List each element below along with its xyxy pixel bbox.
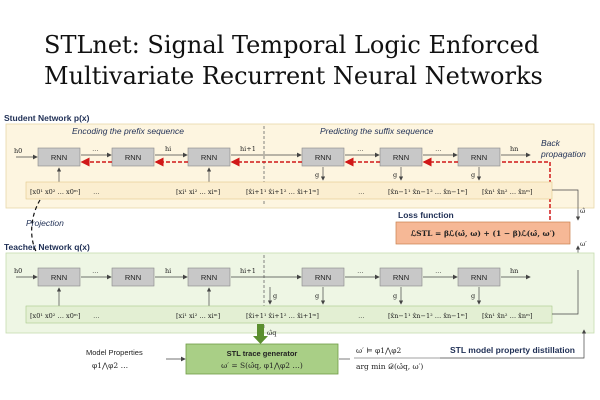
student-sequence-row [25,181,553,200]
student-g-3: g [471,171,475,179]
teacher-rnn-5: RNN [379,267,423,287]
teacher-g-1: g [315,292,319,300]
teacher-seq-2: [xi¹ xi² … xiᵐ] [176,312,220,320]
rnn-label: RNN [51,273,67,282]
rnn-label: RNN [51,153,67,162]
teacher-dots-1: … [92,268,99,275]
teacher-h0: h0 [14,267,22,275]
teacher-dots-2: … [357,268,364,275]
back-propagation-label-1: Back [541,138,561,148]
backprop-path-1 [500,161,551,226]
student-hi: hi [165,145,171,153]
student-seq-dots-1: … [93,189,100,196]
teacher-network-label: Teacher Network q(x) [4,242,90,252]
student-h0: h0 [14,147,22,155]
student-network-label: Student Network p(x) [4,113,90,123]
paper-title: STLnet: Signal Temporal Logic Enforced M… [44,30,584,92]
student-seq-1: [x0¹ x0² … x0ᵐ] [30,188,80,196]
teacher-omega-prime: ω′ [580,240,587,248]
teacher-rnn-3: RNN [187,267,231,287]
encoding-prefix-label: Encoding the prefix sequence [72,126,184,136]
stl-generator-box [185,343,339,375]
student-dots-3: … [435,146,442,153]
rnn-label: RNN [125,153,141,162]
model-properties-label: Model Properties [86,348,143,357]
teacher-seq-4: [x̂n−1¹ x̂n−1² … x̂n−1ᵐ] [388,311,467,320]
teacher-seq-3: [x̂i+1¹ x̂i+1² … x̂i+1ᵐ] [246,311,319,320]
teacher-seq-5: [x̂n¹ x̂n² … x̂nᵐ] [482,311,533,320]
back-propagation-label-2: propagation [540,149,586,159]
student-hn: hn [510,145,518,153]
rnn-label: RNN [201,273,217,282]
model-properties-formula: φ1⋀φ2 … [92,361,128,370]
rnn-label: RNN [393,273,409,282]
student-rnn-4: RNN [301,147,345,167]
teacher-g-3: g [471,292,475,300]
teacher-g-2: g [393,292,397,300]
student-seq-dots-2: … [358,189,365,196]
student-seq-4: [x̂n−1¹ x̂n−1² … x̂n−1ᵐ] [388,187,467,196]
distillation-label: STL model property distillation [450,345,575,355]
student-rnn-2: RNN [111,147,155,167]
teacher-hi1: hi+1 [240,267,256,275]
rnn-label: RNN [471,273,487,282]
distillation-formula-2: arg min 𝒟(ω̂q, ω′) [356,362,423,371]
projection-label: Projection [26,218,64,228]
teacher-seq-dots-2: … [358,313,365,320]
rnn-label: RNN [393,153,409,162]
teacher-rnn-4: RNN [301,267,345,287]
teacher-sequence-row [25,305,553,324]
student-dots-1: … [92,146,99,153]
teacher-hn: hn [510,267,518,275]
stl-generator-formula: ω′ = S(ω̂q, φ1⋀φ2 …) [221,361,303,370]
student-dots-2: … [357,146,364,153]
stl-generator-title: STL trace generator [227,349,298,358]
distillation-formula-1: ω′ ⊨ φ1⋀φ2 [356,346,401,355]
student-rnn-5: RNN [379,147,423,167]
student-rnn-1: RNN [37,147,81,167]
student-g-1: g [315,171,319,179]
student-seq-5: [x̂n¹ x̂n² … x̂nᵐ] [482,187,533,196]
rnn-label: RNN [471,153,487,162]
rnn-label: RNN [315,153,331,162]
rnn-label: RNN [125,273,141,282]
rnn-label: RNN [201,153,217,162]
loss-function-box [395,221,571,245]
student-g-2: g [393,171,397,179]
teacher-rnn-1: RNN [37,267,81,287]
predicting-suffix-label: Predicting the suffix sequence [320,126,434,136]
title-line-2: Multivariate Recurrent Neural Networks [44,62,543,90]
loss-function-formula: ℒSTL = βℒ(ω̂, ω) + (1 − β)ℒ(ω̂, ω′) [411,229,555,238]
rnn-label: RNN [315,273,331,282]
student-omega-hat: ω̂ [580,206,585,215]
teacher-hi: hi [165,267,171,275]
teacher-dots-3: … [435,268,442,275]
omega-q-arrow [257,324,264,338]
title-line-1: STLnet: Signal Temporal Logic Enforced [44,31,540,59]
teacher-seq-1: [x0¹ x0² … x0ᵐ] [30,312,80,320]
teacher-rnn-6: RNN [457,267,501,287]
teacher-seq-dots-1: … [93,313,100,320]
teacher-rnn-2: RNN [111,267,155,287]
loss-function-title: Loss function [398,210,454,220]
omega-q-label: ω̂q [267,328,276,337]
student-hi1: hi+1 [240,145,256,153]
student-seq-2: [xi¹ xi² … xiᵐ] [176,188,220,196]
student-rnn-6: RNN [457,147,501,167]
student-rnn-3: RNN [187,147,231,167]
student-seq-3: [x̂i+1¹ x̂i+1² … x̂i+1ᵐ] [246,187,319,196]
teacher-g-0: g [273,292,277,300]
